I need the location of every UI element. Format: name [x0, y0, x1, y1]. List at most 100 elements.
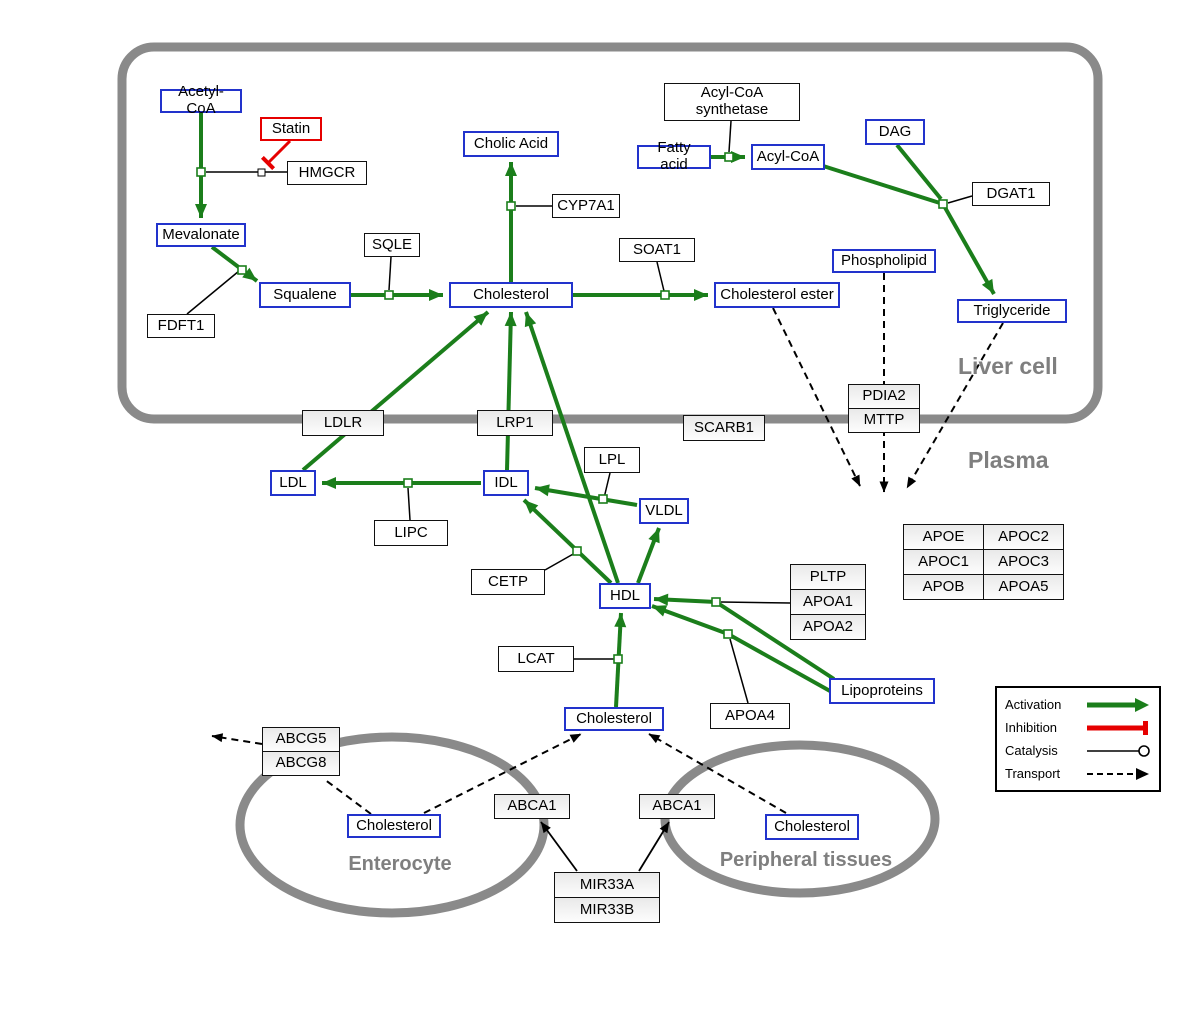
enterocyte-label: Enterocyte [348, 853, 452, 875]
edge-idl-cholesterol [504, 311, 517, 471]
node-cholesterol-liver[interactable]: Cholesterol [449, 282, 573, 308]
gene-acyl-coa-synthetase[interactable]: Acyl-CoA synthetase [664, 83, 800, 121]
gene-apoc2[interactable]: APOC2 [983, 524, 1064, 550]
gene-soat1[interactable]: SOAT1 [619, 238, 695, 262]
edge-hdl-cholesterol [524, 311, 620, 584]
liver-cell-label: Liver cell [958, 353, 1058, 379]
node-phospholipid[interactable]: Phospholipid [832, 249, 936, 273]
regulation-arrows [540, 821, 670, 872]
catalysis-anchor-square [257, 168, 266, 177]
edge-hdl-idl [522, 498, 613, 585]
gene-apob[interactable]: APOB [903, 574, 984, 600]
gene-abca1-right[interactable]: ABCA1 [639, 794, 715, 819]
transport-peripheral-cholesterol [648, 733, 787, 814]
transport-edges [211, 273, 1004, 815]
edge-mevalonate-squalene [210, 245, 259, 283]
node-ldl[interactable]: LDL [270, 470, 316, 496]
node-vldl[interactable]: VLDL [639, 498, 689, 524]
edge-hdl-vldl [636, 527, 661, 584]
transport-enterocyte-cholesterol [423, 733, 582, 814]
node-cholesterol-enterocyte[interactable]: Cholesterol [347, 814, 441, 838]
node-squalene[interactable]: Squalene [259, 282, 351, 308]
gene-apoe[interactable]: APOE [903, 524, 984, 550]
peripheral-tissues-label: Peripheral tissues [719, 849, 893, 871]
node-cholesterol-ester[interactable]: Cholesterol ester [714, 282, 840, 308]
edge-ldl-cholesterol [301, 310, 490, 472]
node-statin[interactable]: Statin [260, 117, 322, 141]
gene-pltp[interactable]: PLTP [790, 564, 866, 590]
gene-cyp7a1[interactable]: CYP7A1 [552, 194, 620, 218]
activation-arrow-icon [1087, 697, 1149, 712]
gene-dgat1[interactable]: DGAT1 [972, 182, 1050, 206]
plasma-label: Plasma [968, 447, 1049, 473]
node-cholesterol-peripheral[interactable]: Cholesterol [765, 814, 859, 840]
legend-row-inhibition: Inhibition [1005, 716, 1151, 739]
catalysis-acylcoa-synthetase [728, 120, 732, 153]
legend-row-activation: Activation [1005, 693, 1151, 716]
gene-fdft1[interactable]: FDFT1 [147, 314, 215, 338]
gene-lipc[interactable]: LIPC [374, 520, 448, 546]
gene-hmgcr[interactable]: HMGCR [287, 161, 367, 185]
legend-transport-label: Transport [1005, 766, 1061, 781]
catalysis-edges [186, 120, 973, 704]
edge-vldl-idl [534, 484, 638, 507]
inhibition-edge [257, 139, 292, 177]
gene-mir33a[interactable]: MIR33A [554, 872, 660, 898]
edge-mir33-abca1-left [540, 821, 578, 872]
liver-cell-border [117, 42, 1103, 424]
inhibition-statin-hmgcr [260, 139, 292, 171]
edge-mir33-abca1-right [638, 821, 670, 872]
gene-apoc3[interactable]: APOC3 [983, 549, 1064, 575]
gene-lpl[interactable]: LPL [584, 447, 640, 473]
node-cholic-acid[interactable]: Cholic Acid [463, 131, 559, 157]
node-acyl-coa[interactable]: Acyl-CoA [751, 144, 825, 170]
gene-ldlr[interactable]: LDLR [302, 410, 384, 436]
node-fatty-acid[interactable]: Fatty acid [637, 139, 711, 173]
gene-lrp1[interactable]: LRP1 [477, 410, 553, 436]
gene-apoa1[interactable]: APOA1 [790, 589, 866, 615]
node-idl[interactable]: IDL [483, 470, 529, 496]
catalysis-fdft1 [186, 270, 240, 315]
gene-cetp[interactable]: CETP [471, 569, 545, 595]
node-hdl[interactable]: HDL [599, 583, 651, 609]
transport-abcg-out [211, 733, 263, 745]
catalysis-circle-icon [1087, 744, 1150, 757]
legend: Activation Inhibition Catalysis Transpor… [995, 686, 1161, 792]
gene-apoa4[interactable]: APOA4 [710, 703, 790, 729]
gene-apoc1[interactable]: APOC1 [903, 549, 984, 575]
node-lipoproteins[interactable]: Lipoproteins [829, 678, 935, 704]
transport-triglyceride-plasma [906, 322, 1004, 489]
gene-abca1-left[interactable]: ABCA1 [494, 794, 570, 819]
node-triglyceride[interactable]: Triglyceride [957, 299, 1067, 323]
gene-mir33b[interactable]: MIR33B [554, 897, 660, 923]
inhibition-tee-icon [1087, 720, 1148, 735]
transport-cholesterolester-plasma [772, 307, 861, 487]
legend-activation-label: Activation [1005, 697, 1062, 712]
gene-mttp[interactable]: MTTP [848, 408, 920, 433]
gene-abcg8[interactable]: ABCG8 [262, 751, 340, 776]
node-mevalonate[interactable]: Mevalonate [156, 223, 246, 247]
catalysis-apoa4 [729, 638, 749, 704]
catalysis-pltp-stack [720, 601, 791, 604]
node-cholesterol-plasma[interactable]: Cholesterol [564, 707, 664, 731]
compartment-borders [117, 42, 1103, 918]
gene-apoa5[interactable]: APOA5 [983, 574, 1064, 600]
gene-pdia2[interactable]: PDIA2 [848, 384, 920, 409]
node-dag[interactable]: DAG [865, 119, 925, 145]
gene-scarb1[interactable]: SCARB1 [683, 415, 765, 441]
catalysis-dgat1 [947, 195, 973, 204]
legend-row-transport: Transport [1005, 762, 1151, 785]
gene-apoa2[interactable]: APOA2 [790, 614, 866, 640]
catalysis-sqle [388, 256, 392, 291]
gene-lcat[interactable]: LCAT [498, 646, 574, 672]
peripheral-tissues-border [660, 740, 940, 898]
node-acetyl-coa[interactable]: Acetyl-CoA [160, 83, 242, 117]
legend-row-catalysis: Catalysis [1005, 739, 1151, 762]
gene-abcg5[interactable]: ABCG5 [262, 727, 340, 752]
catalysis-lpl [603, 472, 611, 499]
gene-sqle[interactable]: SQLE [364, 233, 420, 257]
transport-dashed-arrow-icon [1087, 767, 1149, 780]
junction-nodes [196, 152, 948, 664]
